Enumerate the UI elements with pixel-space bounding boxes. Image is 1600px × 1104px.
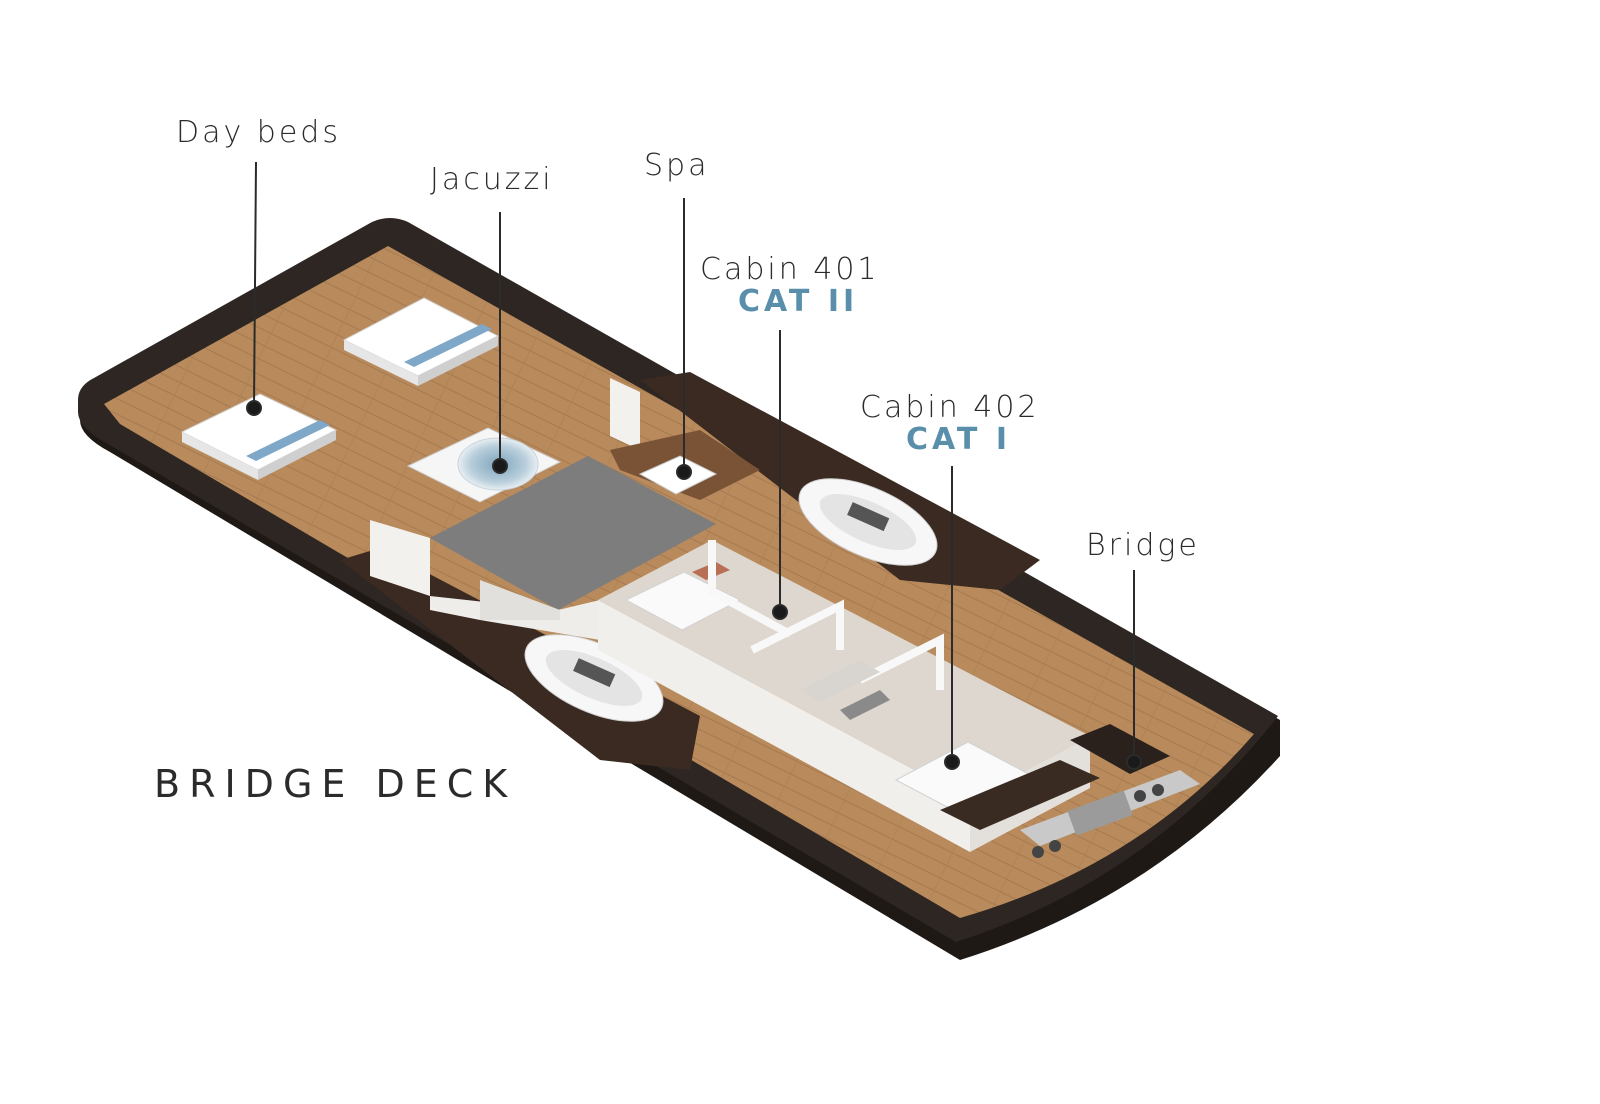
label-cabin-402: Cabin 402 [860,390,1040,425]
pin-cabin-401 [772,604,788,620]
label-spa: Spa [644,148,710,183]
label-cabin-401: Cabin 401 [700,252,880,287]
label-bridge: Bridge [1086,528,1200,563]
label-cabin-402-category: CAT I [906,422,1011,457]
covered-lounge [370,456,716,640]
pin-cabin-402 [944,754,960,770]
pin-day-beds [246,400,262,416]
day-bed-1 [180,393,338,480]
deck-title: BRIDGE DECK [154,762,517,806]
pin-bridge [1126,754,1142,770]
pin-jacuzzi [492,458,508,474]
day-bed-2 [342,297,500,386]
label-cabin-401-category: CAT II [738,284,859,319]
leader-day-beds [253,161,257,407]
label-jacuzzi: Jacuzzi [430,162,554,197]
tender-boat-starboard [798,478,938,566]
leader-lines [246,161,1142,770]
bridge-console [1020,724,1200,858]
label-day-beds: Day beds [176,115,341,150]
pin-spa [676,464,692,480]
cabin-block [598,540,1100,852]
